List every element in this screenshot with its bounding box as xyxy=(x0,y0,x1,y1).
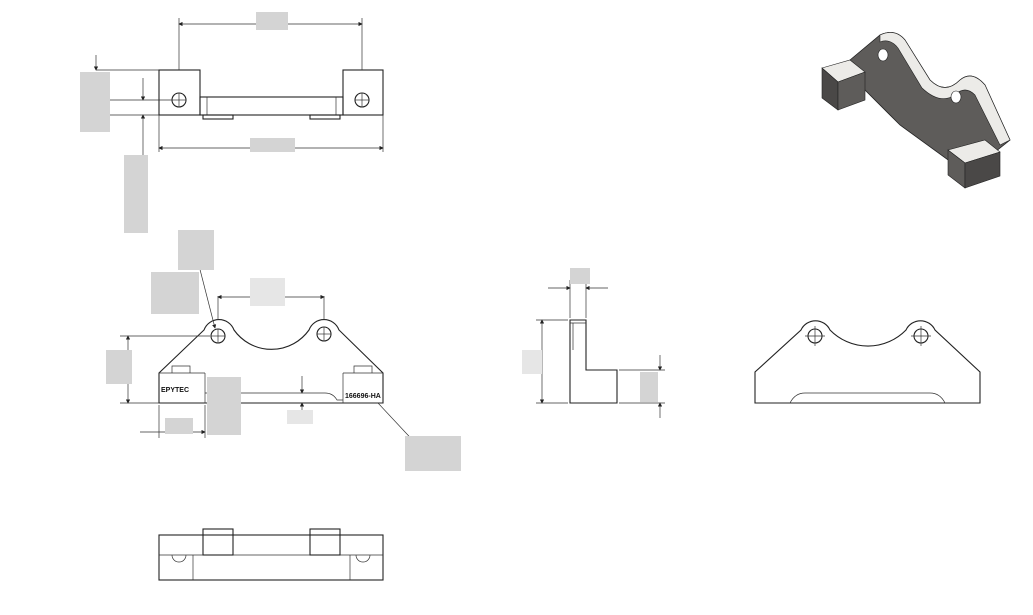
part-number-label: 166696-HA xyxy=(345,393,381,400)
dimension-value-blurred xyxy=(250,138,295,152)
dimension-value-blurred xyxy=(106,350,132,384)
dimension-value-blurred xyxy=(287,410,313,424)
dimension-value-blurred xyxy=(256,12,288,30)
dimension-value-blurred xyxy=(178,230,214,270)
front-view: EPYTEC 166696-HA xyxy=(106,230,461,471)
dimension-value-blurred xyxy=(522,350,542,374)
dimension-value-blurred xyxy=(151,272,199,314)
dimension-value-blurred xyxy=(165,418,193,434)
dimension-value-blurred xyxy=(80,72,110,132)
dimension-value-blurred xyxy=(570,268,590,284)
side-view xyxy=(522,268,665,418)
isometric-view xyxy=(821,32,1011,189)
bottom-view xyxy=(158,528,384,581)
dimension-value-blurred xyxy=(207,377,241,435)
dimension-value-blurred xyxy=(640,372,658,402)
top-view xyxy=(80,12,384,233)
right-front-view xyxy=(754,320,981,404)
dimension-value-blurred xyxy=(250,278,285,306)
dimension-value-blurred xyxy=(124,155,148,233)
logo-text: EPYTEC xyxy=(161,387,189,394)
callout-value-blurred xyxy=(405,436,461,471)
